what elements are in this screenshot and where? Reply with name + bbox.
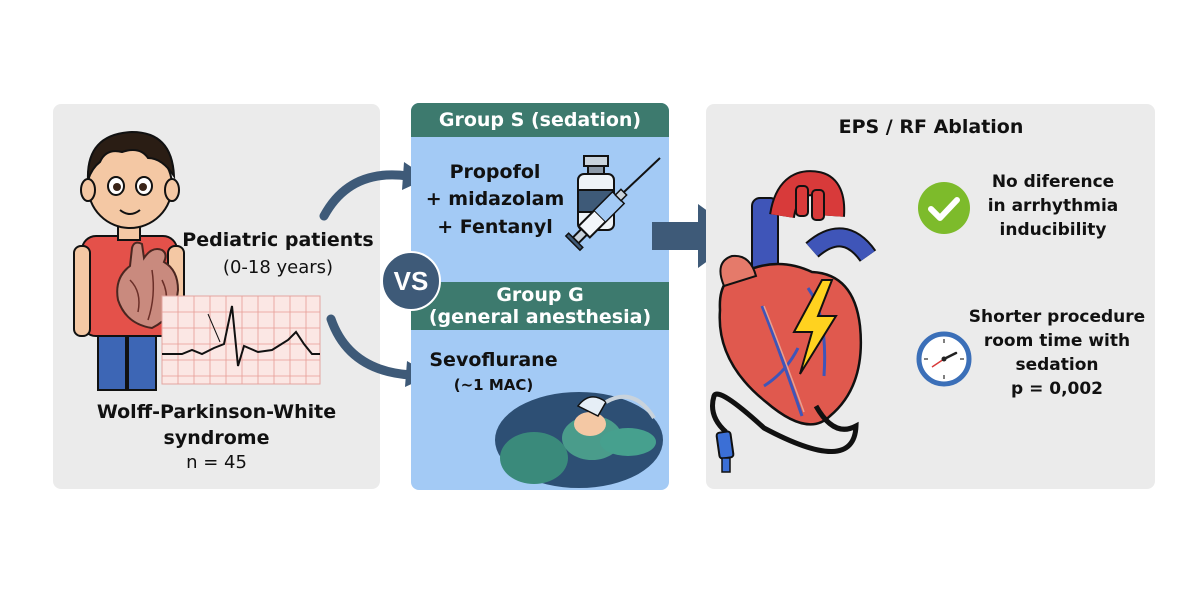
- result2-line2: room time with: [983, 331, 1131, 351]
- vs-label: VS: [394, 266, 429, 296]
- population-title: Pediatric patients: [182, 229, 374, 251]
- group-g-header: Group G (general anesthesia): [411, 282, 669, 330]
- syringe-icon: [564, 157, 661, 252]
- check-circle-icon: [918, 182, 970, 234]
- clock-icon: [916, 331, 972, 387]
- group-g-dose: (~1 MAC): [453, 376, 534, 394]
- condition-line1: Wolff-Parkinson-White: [96, 401, 337, 423]
- group-g-header-line2: (general anesthesia): [428, 306, 652, 328]
- result2-line3: sedation: [1015, 355, 1099, 375]
- result1-line2: in arrhythmia: [987, 196, 1119, 216]
- results-title: EPS / RF Ablation: [838, 116, 1024, 138]
- anesthesia-patient-illustration: [495, 392, 663, 488]
- group-s-drug-line2: + midazolam: [425, 188, 565, 210]
- result1-line3: inducibility: [999, 220, 1107, 240]
- vs-badge: VS: [381, 251, 441, 311]
- group-g-drug: Sevoflurane: [429, 349, 558, 371]
- condition-line2: syndrome: [163, 427, 270, 449]
- group-s-drug-line1: Propofol: [449, 161, 541, 183]
- group-s-header: Group S (sedation): [411, 103, 669, 137]
- sample-size: n = 45: [186, 452, 247, 473]
- group-s-drug-line3: + Fentanyl: [437, 216, 553, 238]
- result1-line1: No diference: [991, 172, 1115, 192]
- result2-line4: p = 0,002: [1010, 379, 1104, 399]
- ecg-strip: [161, 295, 321, 385]
- heart-ablation-illustration: [710, 170, 877, 473]
- result2-line1: Shorter procedure: [968, 307, 1146, 327]
- population-age: (0-18 years): [222, 257, 334, 278]
- group-g-header-line1: Group G: [496, 284, 584, 306]
